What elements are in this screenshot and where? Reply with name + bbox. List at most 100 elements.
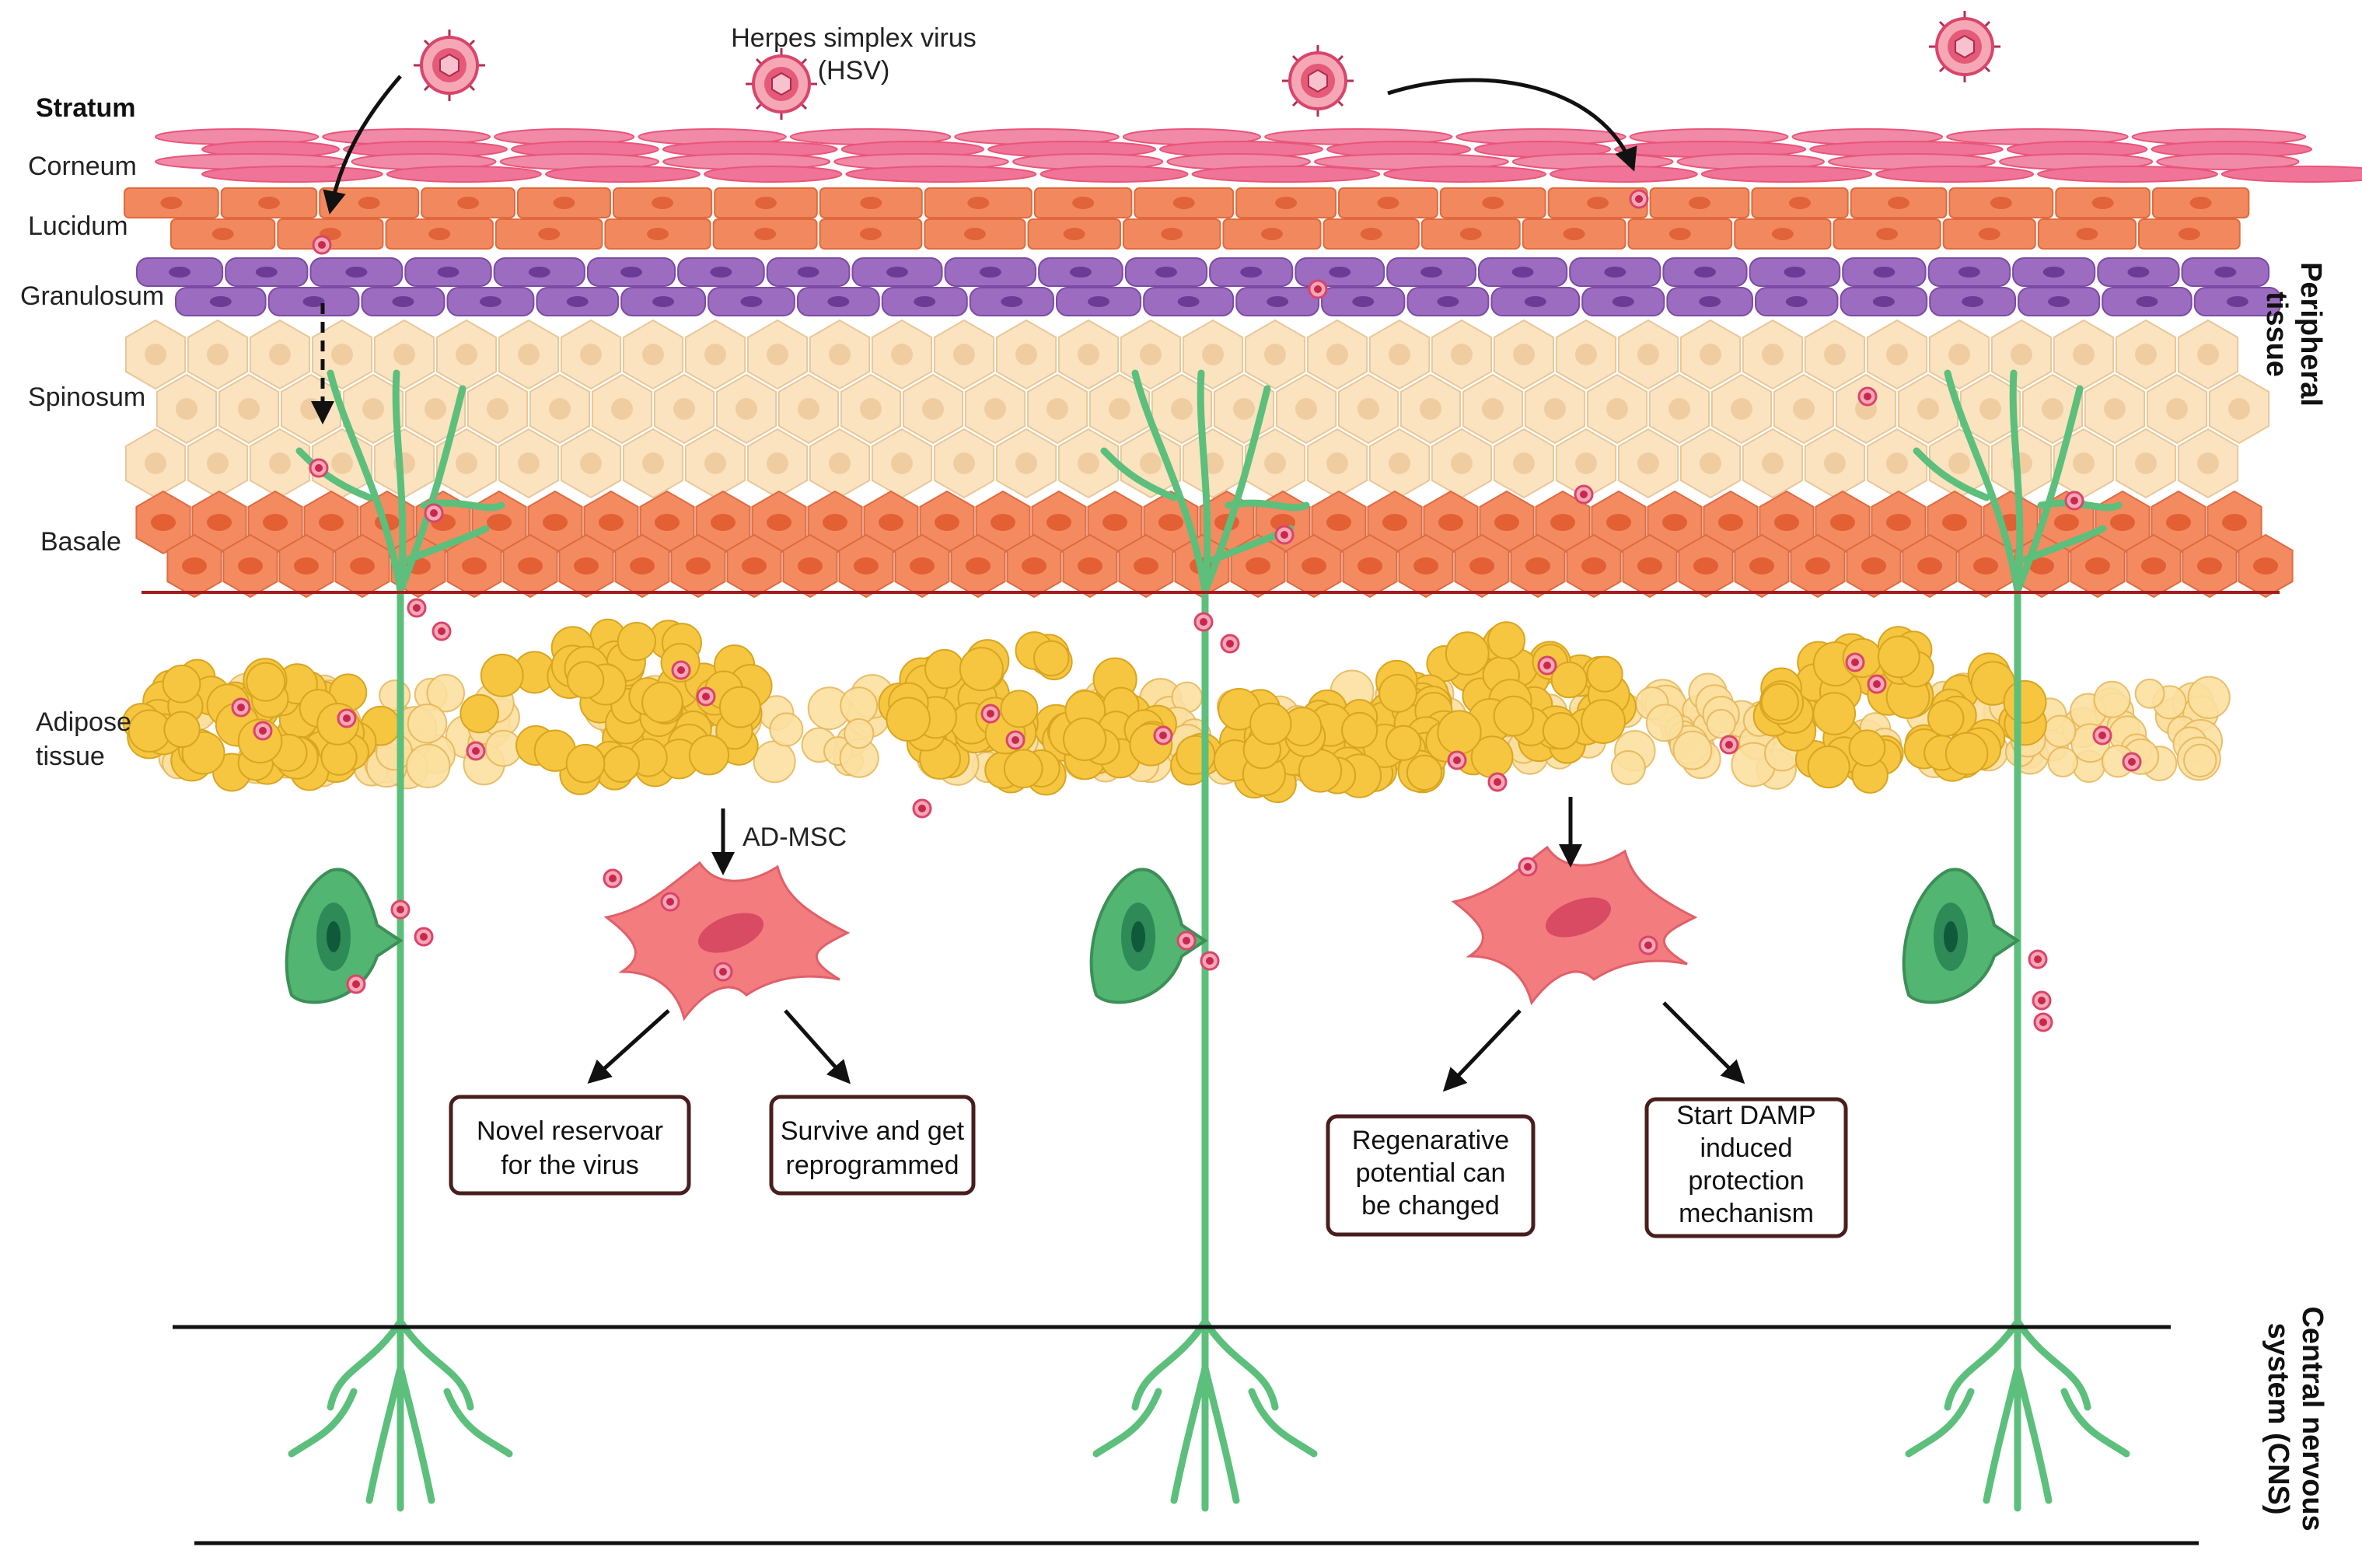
- lucidum-nucleus: [1789, 197, 1812, 209]
- lucidum-nucleus: [257, 197, 280, 209]
- basale-nucleus: [1917, 557, 1942, 574]
- adipose-cell-pale: [407, 704, 448, 744]
- basale-nucleus: [487, 514, 512, 531]
- hsv-small-virion-icon: [603, 868, 623, 889]
- spinosum-nucleus: [1668, 398, 1690, 420]
- basale-nucleus: [2141, 557, 2166, 574]
- lucidum-nucleus: [1063, 228, 1085, 240]
- basale-nucleus: [991, 514, 1015, 531]
- lucidum-nucleus: [1771, 228, 1794, 240]
- spinosum-nucleus: [2073, 344, 2095, 365]
- granulosum-nucleus: [1069, 267, 1092, 278]
- adipose-cell-pale: [769, 712, 804, 747]
- granulosum-nucleus: [1612, 296, 1634, 307]
- spinosum-nucleus: [2104, 398, 2126, 420]
- arrow-virus-entry-left: [323, 75, 402, 215]
- granulosum-nucleus: [620, 267, 643, 278]
- hsv-virion-icon: [1927, 9, 2002, 84]
- spinosum-nucleus: [642, 452, 664, 474]
- neuron-terminal: [2014, 1318, 2091, 1411]
- corneum-cell: [1549, 166, 1698, 183]
- lucidum-nucleus: [1377, 197, 1399, 209]
- spinosum-nucleus: [1389, 452, 1410, 474]
- spinosum-nucleus: [269, 344, 291, 365]
- outcome-3-line2: potential can: [1356, 1158, 1506, 1188]
- adipose-cell: [1437, 710, 1482, 755]
- corneum-cell: [1191, 166, 1381, 183]
- basale-nucleus: [1830, 514, 1855, 531]
- spinosum-nucleus: [1109, 398, 1130, 420]
- outcome-2-line2: reprogrammed: [786, 1151, 959, 1180]
- granulosum-nucleus: [1420, 267, 1443, 278]
- spinosum-nucleus: [704, 452, 726, 474]
- adipose-cell: [1944, 732, 1989, 776]
- spinosum-nucleus: [2228, 398, 2250, 420]
- basale-nucleus: [1606, 514, 1631, 531]
- lucidum-nucleus: [652, 197, 674, 209]
- hsv-small-virion-icon: [713, 962, 733, 982]
- granulosum-nucleus: [1240, 267, 1263, 278]
- ad-msc-label: AD-MSC: [742, 822, 847, 852]
- hsv-small-virion-icon: [1518, 857, 1538, 877]
- granulosum-nucleus: [1699, 296, 1721, 307]
- arrow-to-outcome-3: [1442, 1009, 1522, 1092]
- neuron-dendrite: [327, 369, 404, 595]
- spinosum-nucleus: [953, 452, 975, 474]
- spinosum-nucleus: [1824, 452, 1846, 474]
- granulosum-nucleus: [710, 267, 732, 278]
- adipose-cell: [718, 686, 761, 728]
- spinosum-nucleus: [2166, 398, 2188, 420]
- granulosum-nucleus: [528, 267, 550, 278]
- spinosum-nucleus: [2135, 452, 2157, 474]
- spinosum-nucleus: [1264, 452, 1286, 474]
- basale-nucleus: [1357, 557, 1382, 574]
- hsv-small-virion-icon: [1537, 655, 1557, 676]
- lucidum-nucleus: [859, 228, 882, 240]
- spinosum-nucleus: [2135, 344, 2157, 365]
- lucidum-nucleus: [2189, 197, 2212, 209]
- neuron-terminal: [2014, 1364, 2053, 1504]
- adipose-cell: [1249, 702, 1292, 746]
- granulosum-nucleus: [302, 296, 325, 307]
- lucidum-nucleus: [538, 228, 561, 240]
- spinosum-nucleus: [1326, 344, 1348, 365]
- virus-abbr-label: (HSV): [818, 56, 890, 86]
- spinosum-nucleus: [953, 344, 975, 365]
- spinosum-nucleus: [1171, 398, 1193, 420]
- spinosum-nucleus: [1575, 344, 1597, 365]
- corneum-cell: [1875, 166, 2035, 183]
- granulosum-nucleus: [1267, 296, 1289, 307]
- lucidum-nucleus: [457, 197, 480, 209]
- neuron-terminal: [327, 1318, 404, 1411]
- adipose-cell: [1406, 754, 1443, 791]
- basale-nucleus: [1718, 514, 1743, 531]
- granulosum-label: Granulosum: [20, 281, 164, 311]
- spinosum-nucleus: [456, 452, 477, 474]
- lucidum-layer: [124, 187, 2250, 250]
- adipose-cell: [1550, 662, 1588, 699]
- hsv-small-virion-icon: [1005, 730, 1026, 750]
- hsv-small-virion-icon: [466, 741, 486, 761]
- basale-nucleus: [1134, 557, 1158, 574]
- lucidum-nucleus: [1161, 228, 1183, 240]
- ad-msc-cell-2: [1451, 845, 1698, 1006]
- hsv-small-virion-icon: [980, 704, 1001, 724]
- basale-nucleus: [1550, 514, 1575, 531]
- basale-nucleus: [1326, 514, 1351, 531]
- neuron-3: [1902, 369, 2130, 1512]
- hsv-small-virion-icon: [432, 621, 452, 641]
- adipose-cell: [1487, 621, 1526, 660]
- lucidum-nucleus: [553, 197, 575, 209]
- neuron-dendrite: [392, 369, 407, 595]
- granulosum-nucleus: [1784, 267, 1806, 278]
- basale-nucleus: [543, 514, 568, 531]
- spinosum-nucleus: [1140, 344, 1162, 365]
- lucidum-nucleus: [428, 228, 451, 240]
- adipose-cell: [1760, 683, 1799, 721]
- granulosum-nucleus: [1872, 296, 1895, 307]
- lucidum-nucleus: [860, 197, 882, 209]
- spinosum-nucleus: [2042, 398, 2063, 420]
- hsv-small-virion-icon: [1574, 484, 1594, 505]
- spinosum-nucleus: [2011, 344, 2032, 365]
- spinosum-nucleus: [1482, 398, 1504, 420]
